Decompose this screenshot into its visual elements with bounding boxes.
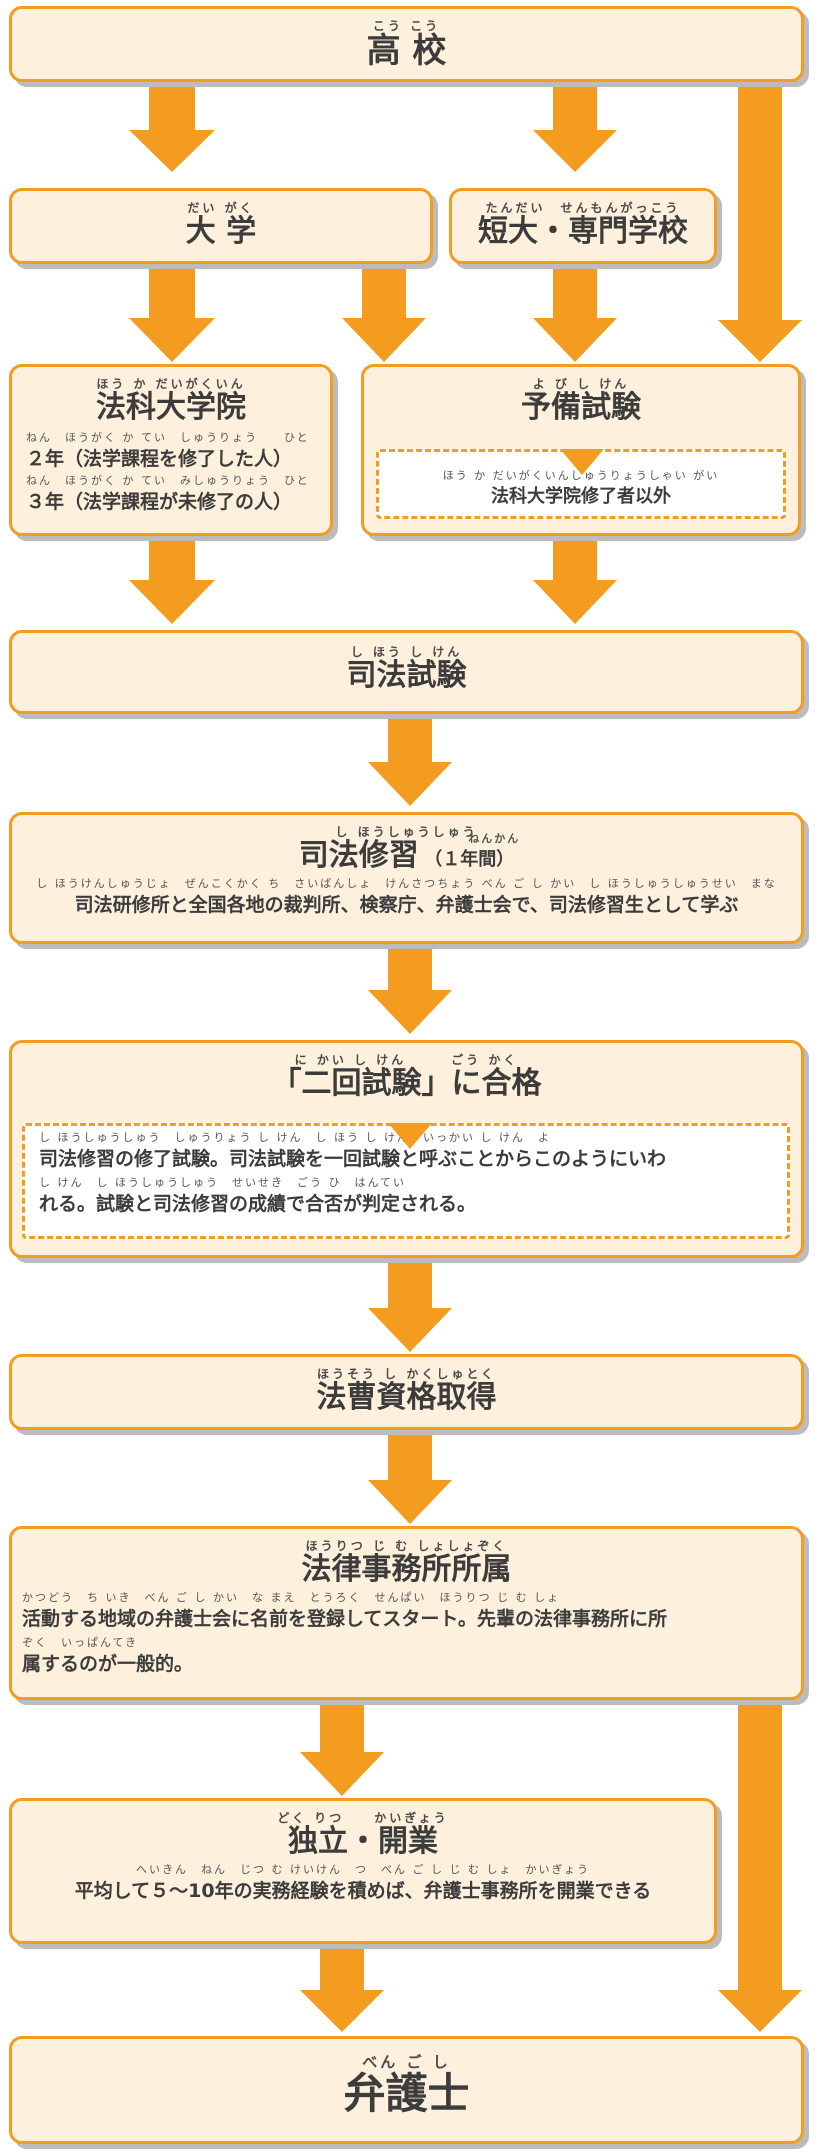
legal-training-box: し ほうしゅうしゅう 司法修習 ねんかん （１年間） し ほうけんしゅうじょ ぜ… [9, 812, 804, 944]
preliminary-exam-note-ruby: ほう か だいがくいんしゅうりょうしゃい がい [442, 469, 720, 482]
law-firm-ruby: ほうりつ じ む しょしょぞく [305, 1539, 508, 1553]
bar-exam-box: し ほう し けん 司法試験 [9, 630, 804, 714]
arrow-university-prelim [342, 262, 426, 362]
law-firm-desc1-ruby: かつどう ち いき べん ご し かい な まえ とうろく せんぱい ほうりつ … [22, 1591, 561, 1604]
preliminary-exam-note-box: ほう か だいがくいんしゅうりょうしゃい がい 法科大学院修了者以外 [376, 449, 786, 519]
arrow-highschool-university [129, 80, 215, 172]
final-exam-box: に かい し けん ごう かく 「二回試験」に合格 し ほうしゅうしゅう しゅう… [9, 1040, 804, 1258]
independent-desc: 平均して５～10年の実務経験を積めば、弁護士事務所を開業できる [74, 1880, 652, 1902]
arrow-training-nikai [368, 942, 452, 1034]
legal-training-desc-ruby: し ほうけんしゅうじょ ぜんこくかく ち さいばんしょ けんさつちょう べん ご… [36, 877, 777, 890]
qualification-title: 法曹資格取得 [316, 1380, 497, 1415]
law-school-ruby: ほう か だいがくいん [96, 377, 246, 391]
legal-training-period-ruby: ねんかん [468, 832, 521, 845]
law-firm-desc2: 属するのが一般的。 [22, 1653, 194, 1675]
final-exam-desc1: 司法修習の修了試験。司法試験を一回試験と呼ぶことからこのようにいわ [39, 1148, 667, 1170]
final-exam-desc2: れる。試験と司法修習の成績で合否が判定される。 [39, 1193, 477, 1215]
lawyer-box: べん ご し 弁護士 [9, 2036, 804, 2144]
lawyer-title: 弁護士 [343, 2069, 470, 2118]
law-firm-desc1: 活動する地域の弁護士会に名前を登録してスタート。先輩の法律事務所に所 [22, 1608, 668, 1630]
qualification-ruby: ほうそう し かくしゅとく [317, 1367, 496, 1381]
highschool-title: 高 校 [366, 31, 447, 71]
law-school-box: ほう か だいがくいん 法科大学院 ねん ほうがく か てい しゅうりょう ひと… [9, 364, 333, 536]
law-school-title: 法科大学院 [96, 390, 246, 425]
arrow-junior-prelim [533, 262, 617, 362]
final-exam-desc2-ruby: し けん し ほうしゅうしゅう せいせき ごう ひ はんてい [39, 1176, 406, 1189]
independent-title: 独立・開業 [288, 1824, 438, 1859]
law-school-line1-ruby: ねん ほうがく か てい しゅうりょう ひと [26, 431, 310, 444]
arrow-prelim-bar [533, 535, 617, 624]
arrow-independent-lawyer [300, 1942, 384, 2032]
preliminary-exam-note: 法科大学院修了者以外 [491, 486, 671, 507]
arrow-firm-lawyer [718, 1698, 802, 2032]
legal-training-period: （１年間） [424, 849, 515, 870]
law-firm-desc2-ruby: ぞく いっぱんてき [22, 1636, 139, 1649]
university-title: 大 学 [185, 214, 257, 249]
preliminary-exam-box: よ び し けん 予備試験 ほう か だいがくいんしゅうりょうしゃい がい 法科… [361, 364, 801, 536]
lawyer-ruby: べん ご し [362, 2053, 451, 2071]
arrow-lawschool-bar [129, 535, 215, 624]
arrow-university-lawschool [129, 262, 215, 362]
arrow-nikai-qualify [368, 1258, 452, 1352]
highschool-box: こう こう 高 校 [9, 6, 804, 82]
university-ruby: だい がく [187, 201, 255, 215]
bar-exam-ruby: し ほう し けん [350, 645, 463, 659]
preliminary-exam-pointer [560, 449, 604, 475]
qualification-box: ほうそう し かくしゅとく 法曹資格取得 [9, 1354, 804, 1430]
final-exam-note-box: し ほうしゅうしゅう しゅうりょう し けん し ほう し けん いっかい し … [22, 1123, 790, 1239]
junior-college-box: たんだい せんもんがっこう 短大・専門学校 [449, 188, 717, 264]
final-exam-ruby: に かい し けん ごう かく [294, 1053, 519, 1067]
law-school-line2-ruby: ねん ほうがく か てい みしゅうりょう ひと [26, 474, 310, 487]
junior-college-ruby: たんだい せんもんがっこう [485, 201, 681, 215]
final-exam-pointer [388, 1123, 432, 1149]
independent-desc-ruby: へいきん ねん じつ む けいけん つ べん ご し じ む しょ かいぎょう [136, 1863, 590, 1876]
preliminary-exam-title: 予備試験 [521, 390, 641, 425]
law-school-line1: ２年（法学課程を修了した人） [26, 448, 293, 470]
legal-training-desc: 司法研修所と全国各地の裁判所、検察庁、弁護士会で、司法修習生として学ぶ [74, 894, 739, 916]
university-box: だい がく 大 学 [9, 188, 433, 264]
arrow-bar-training [368, 718, 452, 806]
independent-ruby: どく りつ かいぎょう [277, 1811, 449, 1825]
arrow-qualify-firm [368, 1428, 452, 1524]
bar-exam-title: 司法試験 [346, 658, 467, 693]
legal-training-title: 司法修習 [298, 838, 419, 873]
arrow-firm-independent [300, 1698, 384, 1796]
legal-training-ruby: し ほうしゅうしゅう [335, 825, 478, 839]
highschool-ruby: こう こう [372, 19, 441, 33]
law-school-line2: ３年（法学課程が未修了の人） [26, 491, 293, 513]
final-exam-title: 「二回試験」に合格 [271, 1066, 542, 1101]
law-firm-title: 法律事務所所属 [301, 1552, 512, 1587]
arrow-highschool-prelim [718, 80, 802, 362]
preliminary-exam-ruby: よ び し けん [532, 377, 630, 391]
arrow-highschool-junior [533, 80, 617, 172]
junior-college-title: 短大・専門学校 [478, 214, 688, 249]
law-firm-box: ほうりつ じ む しょしょぞく 法律事務所所属 かつどう ち いき べん ご し… [9, 1526, 804, 1700]
independent-box: どく りつ かいぎょう 独立・開業 へいきん ねん じつ む けいけん つ べん… [9, 1798, 717, 1944]
